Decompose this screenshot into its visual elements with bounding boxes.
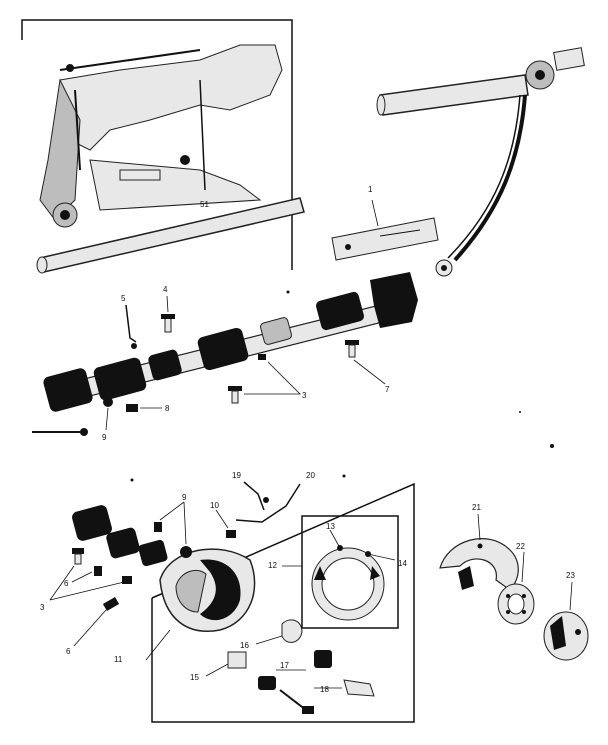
callout-13: 13 (326, 522, 335, 531)
part-1-plate: 1 (331, 185, 439, 261)
lower-shaft-inset (36, 197, 305, 274)
hook-assembly-box (151, 482, 415, 723)
callout-11: 11 (114, 655, 123, 664)
callout-18: 18 (320, 685, 329, 694)
callout-7a: 7 (385, 385, 390, 394)
callout-21: 21 (472, 503, 481, 512)
callout-17: 17 (280, 661, 289, 670)
callout-3b: 3 (40, 603, 45, 612)
callout-8: 8 (165, 404, 170, 413)
callout-12: 12 (268, 561, 277, 570)
callout-10: 10 (210, 501, 219, 510)
hook-small-parts: 3 6 6 9 10 19 20 16 15 17 (40, 471, 375, 714)
callout-4: 4 (163, 285, 168, 294)
callout-15: 15 (190, 673, 199, 682)
rotary-hook: 11 (72, 505, 256, 664)
feed-rock-shaft-assembly (376, 47, 585, 277)
callout-5a: 5 (121, 294, 126, 303)
machine-frame-inset: 51 (21, 19, 305, 274)
callout-51: 51 (200, 200, 209, 209)
part-23-bobbin-case: 23 (543, 571, 589, 661)
callout-6b: 6 (66, 647, 71, 656)
hook-drive-shaft (43, 272, 418, 412)
callout-23: 23 (566, 571, 575, 580)
callout-1a: 1 (368, 185, 373, 194)
callout-3a: 3 (302, 391, 307, 400)
bobbin-case-inset: 13 14 12 (268, 515, 407, 629)
callout-22: 22 (516, 542, 525, 551)
part-22-bobbin: 22 (497, 542, 535, 625)
shaft-small-parts: 5 4 7 3 8 9 (32, 285, 390, 442)
part-21-hook-guard: 21 (439, 503, 519, 591)
callout-19: 19 (232, 471, 241, 480)
callout-16: 16 (240, 641, 249, 650)
callout-14: 14 (398, 559, 407, 568)
callout-20: 20 (306, 471, 315, 480)
callout-6a: 6 (64, 579, 69, 588)
callout-9b: 9 (182, 493, 187, 502)
callout-9a: 9 (102, 433, 107, 442)
